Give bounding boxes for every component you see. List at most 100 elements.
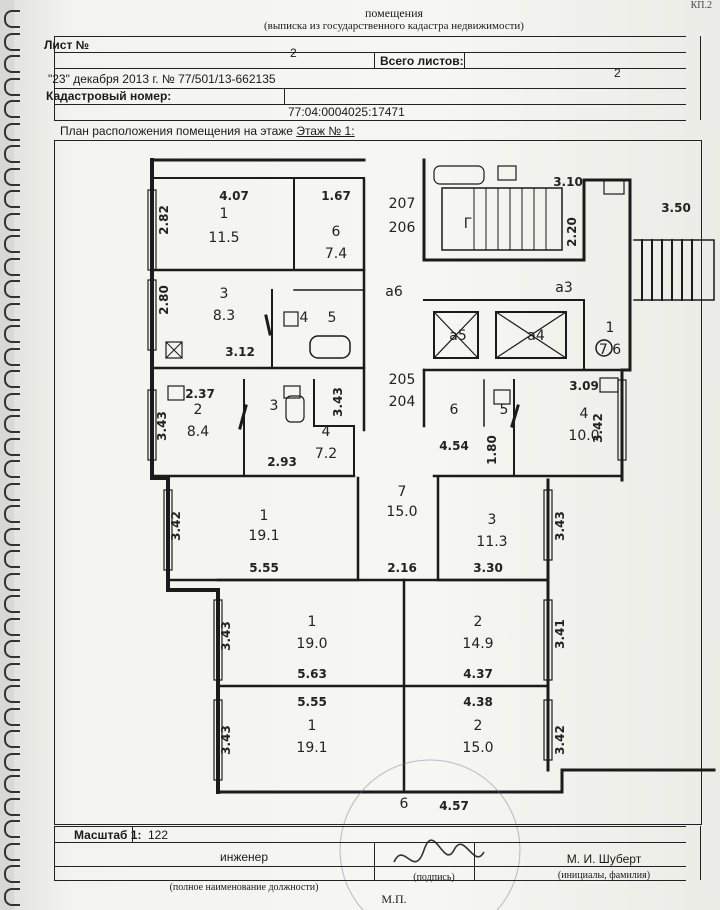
- dimension-label: 2.37: [185, 387, 215, 401]
- room-label: а3: [555, 280, 573, 296]
- room-label: а6: [385, 284, 403, 300]
- form-line: [54, 68, 686, 69]
- floor-plan-drawing: 111.567.438.34528.4347.2207206а620520471…: [147, 158, 716, 910]
- room-label: 10.0: [568, 428, 599, 444]
- room-label: 206: [389, 220, 416, 236]
- footer-vline: [474, 842, 475, 880]
- binder-ring: [4, 77, 20, 96]
- room-label: 3: [220, 286, 229, 302]
- dimension-label: 3.43: [219, 725, 233, 755]
- binder-ring: [4, 212, 20, 231]
- dimension-label: 4.07: [219, 189, 249, 203]
- footer-line: [54, 842, 686, 843]
- scale-label: Масштаб 1:: [74, 828, 142, 842]
- room-label: 19.1: [296, 740, 327, 756]
- dimension-label: 3.43: [155, 411, 169, 441]
- cadastral-number-label: Кадастровый номер:: [46, 89, 172, 103]
- room-label: 19.1: [248, 528, 279, 544]
- binder-ring: [4, 392, 20, 411]
- dimension-label: 1.67: [321, 189, 351, 203]
- binder-ring: [4, 572, 20, 591]
- footer-line: [54, 880, 686, 881]
- name-value: М. И. Шуберт: [566, 852, 642, 866]
- room-label: 15.0: [386, 504, 417, 520]
- room-label: 6: [450, 402, 459, 418]
- room-label: 8.3: [213, 308, 235, 324]
- binder-ring: [4, 302, 20, 321]
- room-label: а4: [527, 328, 545, 344]
- dimension-label: 2.80: [157, 285, 171, 315]
- binder-ring: [4, 460, 20, 478]
- sheet-number-label: Лист №: [44, 38, 90, 52]
- plan-caption-floor: Этаж № 1:: [296, 124, 355, 138]
- binder-ring: [4, 617, 20, 636]
- binder-ring: [4, 32, 20, 51]
- position-value: инженер: [219, 850, 268, 864]
- plan-caption: План расположения помещения на этаже Эта…: [60, 124, 355, 138]
- corner-code: КП.2: [690, 0, 712, 11]
- room-label: 5: [328, 310, 337, 326]
- dimension-label: 3.43: [219, 621, 233, 651]
- dimension-label: 5.55: [249, 561, 279, 575]
- room-label: 11.3: [476, 534, 507, 550]
- dimension-label: 5.55: [297, 695, 327, 709]
- binder-ring: [4, 347, 20, 366]
- dimension-label: 3.50: [661, 201, 691, 215]
- dimension-label: 3.42: [591, 413, 605, 443]
- room-label: 1: [220, 206, 229, 222]
- binder-ring: [4, 640, 20, 658]
- room-label: 7.2: [315, 446, 337, 462]
- date-line: "23" декабря 2013 г. № 77/501/13-662135: [48, 72, 276, 86]
- room-label: 204: [389, 394, 416, 410]
- dimension-label: 3.42: [553, 725, 567, 755]
- binder-ring: [4, 775, 20, 793]
- form-line: [54, 104, 686, 105]
- binder-ring: [4, 842, 20, 861]
- binder-ring: [4, 527, 20, 546]
- dimension-label: 3.30: [473, 561, 503, 575]
- plan-caption-prefix: План расположения помещения на этаже: [60, 124, 293, 138]
- dimension-label: 3.42: [169, 511, 183, 541]
- binder-ring: [4, 820, 20, 838]
- room-label: 1: [260, 508, 269, 524]
- room-label: 1: [308, 718, 317, 734]
- seal-text: М.П.: [381, 892, 407, 906]
- form-vline: [374, 52, 375, 68]
- dimension-label: 2.82: [157, 205, 171, 235]
- room-label: 1: [308, 614, 317, 630]
- room-label: 11.5: [208, 230, 239, 246]
- footer-line: [54, 826, 686, 827]
- dimension-label: 3.43: [553, 511, 567, 541]
- binder-ring: [4, 662, 20, 681]
- header-subtitle: (выписка из государственного кадастра не…: [264, 20, 524, 32]
- room-label: 7.4: [325, 246, 347, 262]
- binder-ring: [4, 235, 20, 253]
- binder-ring: [4, 190, 20, 208]
- binder-ring: [4, 865, 20, 883]
- dimension-label: 3.12: [225, 345, 255, 359]
- dimension-label: 4.37: [463, 667, 493, 681]
- scale-value: 122: [148, 828, 169, 842]
- binder-ring: [4, 707, 20, 726]
- room-label: 4: [322, 424, 331, 440]
- binder-ring: [4, 167, 20, 186]
- room-label: 8.4: [187, 424, 209, 440]
- dimension-label: 4.57: [439, 799, 469, 813]
- room-label: 4: [300, 310, 309, 326]
- form-line: [54, 36, 686, 37]
- room-label: 7: [398, 484, 407, 500]
- room-label: 207: [389, 196, 416, 212]
- form-vline: [700, 36, 701, 120]
- room-label: 3: [488, 512, 497, 528]
- room-label: 14.9: [462, 636, 493, 652]
- header-title: помещения: [364, 6, 424, 20]
- binder-ring: [4, 257, 20, 276]
- form-line: [54, 52, 686, 53]
- binder-ring: [4, 482, 20, 501]
- room-label: 2: [194, 402, 203, 418]
- footer-vline: [132, 826, 133, 842]
- room-label: 15.0: [462, 740, 493, 756]
- cadastral-number-value: 77:04:0004025:17471: [288, 105, 405, 119]
- room-label: 4: [580, 406, 589, 422]
- room-label: Г: [464, 216, 473, 232]
